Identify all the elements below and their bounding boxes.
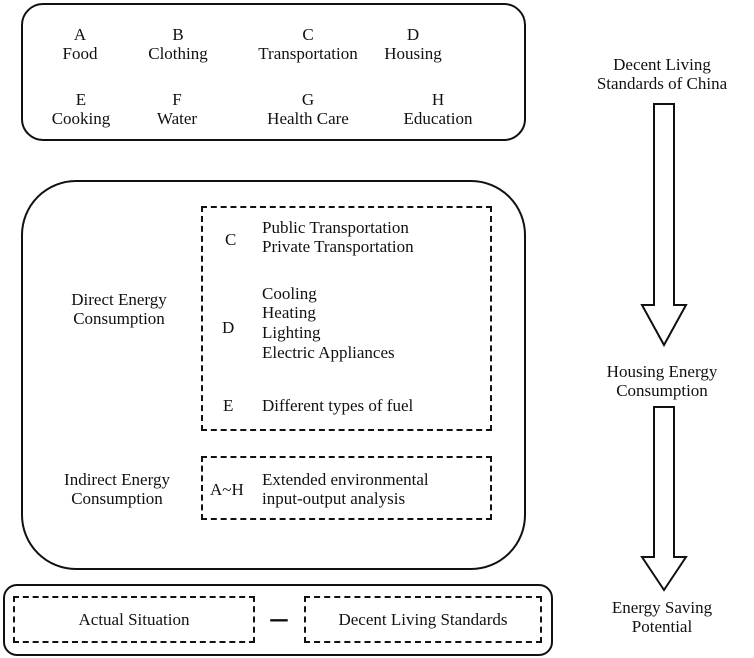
category-f-name: Water (156, 109, 198, 128)
category-a-name: Food (62, 44, 98, 63)
flow-end-line1: Energy Saving (611, 598, 713, 617)
direct-c-letter: C (225, 230, 237, 249)
arrow-down-1 (640, 103, 688, 348)
flow-mid-line2: Consumption (616, 381, 708, 400)
direct-energy-dashed-box (201, 206, 492, 431)
category-d-letter: D (406, 25, 420, 44)
category-g-letter: G (301, 90, 315, 109)
direct-d-item-3: Lighting (262, 323, 321, 342)
indirect-energy-label-line2: Consumption (71, 489, 163, 508)
arrow-down-2 (640, 406, 688, 592)
minus-sign: – (270, 599, 288, 636)
category-h-letter: H (431, 90, 445, 109)
direct-c-item-2: Private Transportation (262, 237, 414, 256)
direct-d-letter: D (222, 318, 235, 337)
category-a-letter: A (73, 25, 87, 44)
category-g-name: Health Care (267, 109, 349, 128)
category-c-name: Transportation (258, 44, 358, 63)
direct-e-letter: E (223, 396, 234, 415)
direct-d-item-1: Cooling (262, 284, 317, 303)
category-f-letter: F (172, 90, 182, 109)
category-h-name: Education (403, 109, 473, 128)
comparison-box (3, 584, 553, 656)
direct-energy-label-line1: Direct Energy (71, 290, 167, 309)
flow-end-line2: Potential (631, 617, 693, 636)
category-e-letter: E (75, 90, 87, 109)
indirect-energy-dashed-box (201, 456, 492, 520)
flow-start-line2: Standards of China (596, 74, 728, 93)
category-e-name: Cooking (51, 109, 111, 128)
indirect-letter: A~H (210, 480, 244, 499)
direct-c-item-1: Public Transportation (262, 218, 409, 237)
indirect-line-2: input-output analysis (262, 489, 406, 508)
actual-situation-box (13, 596, 255, 643)
direct-d-item-2: Heating (262, 303, 316, 322)
category-b-letter: B (172, 25, 184, 44)
actual-situation-label: Actual Situation (78, 610, 190, 629)
decent-living-standards-label: Decent Living Standards (338, 610, 508, 629)
energy-consumption-box (21, 180, 526, 570)
direct-energy-label-line2: Consumption (73, 309, 165, 328)
flow-mid-line1: Housing Energy (606, 362, 718, 381)
categories-box (21, 3, 526, 141)
category-d-name: Housing (384, 44, 442, 63)
direct-d-item-4: Electric Appliances (262, 343, 395, 362)
category-b-name: Clothing (148, 44, 208, 63)
decent-living-standards-box (304, 596, 542, 643)
direct-e-item-1: Different types of fuel (262, 396, 414, 415)
flow-start-line1: Decent Living (613, 55, 711, 74)
indirect-line-1: Extended environmental (262, 470, 429, 489)
category-c-letter: C (302, 25, 314, 44)
indirect-energy-label-line1: Indirect Energy (64, 470, 170, 489)
